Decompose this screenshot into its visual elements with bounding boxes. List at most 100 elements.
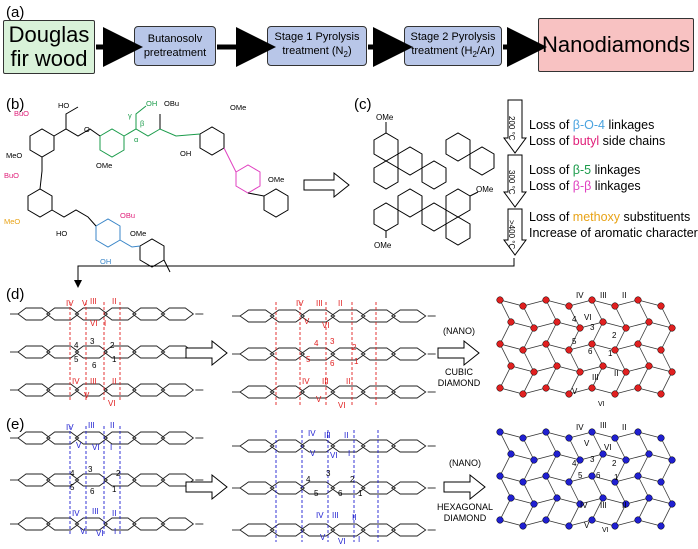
lignin-ome-1: OMe bbox=[230, 103, 246, 112]
d3-lattice-atom bbox=[657, 346, 665, 354]
e1-sheet-bottom-hexagon bbox=[74, 517, 109, 531]
pah-structure: OMe OMe OMe bbox=[373, 113, 495, 250]
d3-lattice-bond bbox=[568, 327, 581, 351]
e3-lattice-bond bbox=[499, 431, 512, 455]
d3-lattice-atom bbox=[599, 362, 607, 370]
e3-lattice-bond bbox=[591, 519, 616, 527]
e3-lattice-bond bbox=[637, 475, 662, 483]
d3-lattice-atom bbox=[542, 296, 550, 304]
e3-label-IV-b: IV bbox=[580, 501, 588, 510]
connector-c-to-d bbox=[74, 258, 515, 288]
hex-nano-label: (NANO) bbox=[449, 458, 481, 468]
e3-label-III-b: III bbox=[600, 501, 607, 510]
d3-num-4: 4 bbox=[572, 315, 577, 324]
e3-lattice-bond bbox=[556, 453, 581, 461]
e3-lattice-atom bbox=[542, 428, 550, 436]
d3-lattice-atom bbox=[565, 390, 573, 398]
d3-lattice-atom bbox=[634, 384, 642, 392]
panel-label-a: (a) bbox=[6, 4, 25, 21]
d3-lattice-atom bbox=[542, 340, 550, 348]
d3-lattice-atom bbox=[519, 302, 527, 310]
e1-num-1: 1 bbox=[112, 485, 117, 494]
e2-num-4: 4 bbox=[306, 475, 311, 484]
e1-label-II-b: II bbox=[112, 509, 116, 518]
loss-butyl: Loss of butyl side chains bbox=[529, 134, 666, 148]
e2-sheet-mid bbox=[232, 481, 436, 495]
d3-lattice-atom bbox=[530, 324, 538, 332]
d3-label-V-b: V bbox=[572, 387, 578, 396]
d1-sheet-mid-hexagon bbox=[74, 345, 109, 359]
d3-lattice-atom bbox=[496, 296, 504, 304]
lignin-oh-3: OH bbox=[180, 149, 191, 158]
e3-lattice-atom bbox=[496, 428, 504, 436]
d3-lattice-atom bbox=[634, 340, 642, 348]
loss-b-5: Loss of β-5 linkages bbox=[529, 163, 641, 177]
d3-lattice-bond bbox=[602, 321, 627, 329]
d2-sheet-mid bbox=[232, 347, 436, 361]
d1-num-4: 4 bbox=[74, 341, 79, 350]
e1-label-V: V bbox=[76, 441, 82, 450]
e3-lattice-bond bbox=[522, 459, 535, 483]
d1-dashes bbox=[69, 302, 121, 400]
d3-lattice-atom bbox=[611, 302, 619, 310]
d1-sheet-bottom-hexagon bbox=[160, 383, 195, 397]
e3-lattice-bond bbox=[591, 475, 604, 499]
lignin-ring-3 bbox=[99, 128, 125, 158]
e3-lattice-atom bbox=[542, 516, 550, 524]
lignin-buo-2: BuO bbox=[4, 171, 19, 180]
d3-lattice-bond bbox=[533, 321, 558, 329]
d3-lattice-bond bbox=[522, 299, 547, 307]
e3-lattice-bond bbox=[614, 475, 639, 483]
d3-lattice-bond bbox=[637, 343, 650, 367]
e1-sheet-bottom-hexagon bbox=[160, 517, 195, 531]
d3-lattice-bond bbox=[499, 299, 524, 307]
d1-sheet-bottom-hexagon bbox=[45, 383, 80, 397]
e3-label-V: V bbox=[584, 439, 590, 448]
d3-lattice-bond bbox=[568, 299, 593, 307]
lignin-ho-2: HO bbox=[56, 229, 67, 238]
lignin-ho-1: HO bbox=[58, 101, 69, 110]
e2-num-3: 3 bbox=[326, 469, 331, 478]
e3-lattice-bond bbox=[614, 503, 627, 527]
e3-lattice-bond bbox=[556, 497, 581, 505]
e3-num-6: 6 bbox=[596, 471, 601, 480]
e1-label-V-b: V bbox=[80, 527, 86, 536]
e3-lattice-atom bbox=[519, 434, 527, 442]
d1-num-2: 2 bbox=[110, 341, 115, 350]
d3-lattice-bond bbox=[545, 387, 570, 395]
e3-lattice-atom bbox=[496, 516, 504, 524]
d3-lattice-bond bbox=[637, 343, 662, 351]
d3-lattice-atom bbox=[622, 324, 630, 332]
d2-label-II: II bbox=[338, 299, 342, 308]
d3-lattice-bond bbox=[660, 305, 673, 329]
e1-sheet-top-hexagon bbox=[131, 431, 166, 445]
d1-sheet-bottom-hexagon bbox=[131, 383, 166, 397]
d2-sheet-bottom-hexagon bbox=[299, 385, 336, 399]
douglas-fir-box: Douglas fir wood bbox=[3, 20, 95, 74]
d2-sheet-top-hexagon bbox=[390, 309, 427, 323]
d3-label-II-b: II bbox=[614, 369, 618, 378]
d1-label-V: V bbox=[82, 299, 88, 308]
d2-label-III: III bbox=[316, 299, 323, 308]
d2-sheet-mid-hexagon bbox=[269, 347, 306, 361]
d3-lattice-bond bbox=[591, 387, 616, 395]
d3-lattice-atom bbox=[496, 340, 504, 348]
d3-lattice-atom bbox=[553, 318, 561, 326]
d3-lattice-bond bbox=[637, 299, 650, 323]
e2-label-II: II bbox=[344, 431, 348, 440]
d1-sheet-top-hexagon bbox=[160, 307, 195, 321]
d3-lattice-bond bbox=[660, 371, 673, 395]
d3-lattice-bond bbox=[522, 343, 547, 351]
d3-label-II: II bbox=[622, 291, 626, 300]
d1-label-II-b: II bbox=[112, 377, 116, 386]
lignin-obu-1: OBu bbox=[164, 99, 179, 108]
lignin-alpha: α bbox=[134, 135, 139, 144]
e3-lattice-bond bbox=[614, 431, 639, 439]
d3-lattice bbox=[496, 296, 676, 398]
d3-lattice-bond bbox=[522, 327, 535, 351]
e3-lattice-bond bbox=[568, 431, 593, 439]
e3-lattice-bond bbox=[533, 497, 558, 505]
d2-label-IV: IV bbox=[296, 299, 304, 308]
e1-num-6: 6 bbox=[90, 487, 95, 496]
